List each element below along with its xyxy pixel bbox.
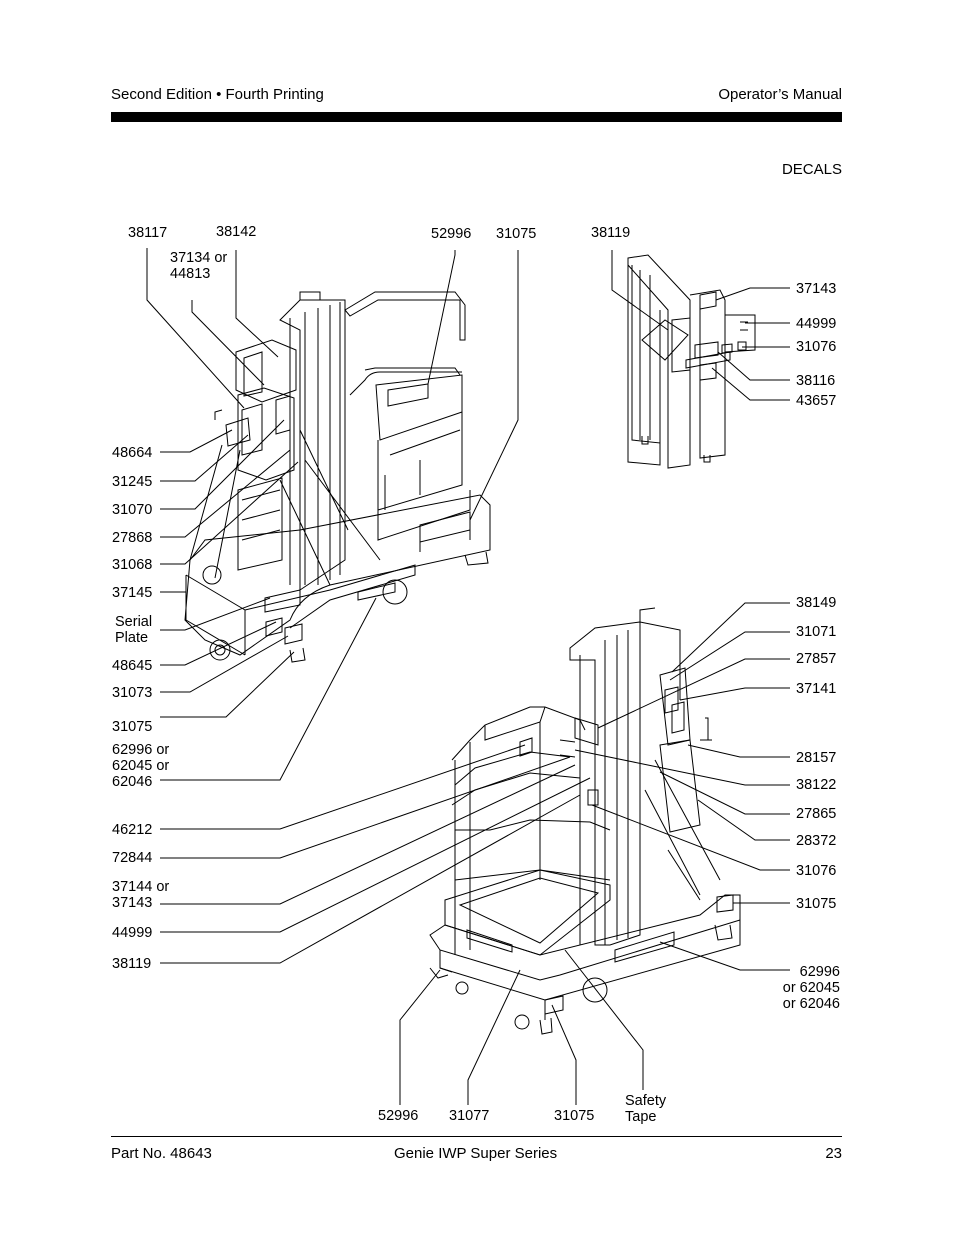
callout-safety-tape: Safety Tape: [625, 1093, 667, 1125]
footer-part-number: Part No. 48643: [111, 1145, 212, 1162]
callout-38149: 38149: [796, 595, 837, 611]
section-title: DECALS: [781, 161, 842, 178]
callout-31075-left: 31075: [112, 719, 153, 735]
callout-52996-bottom: 52996: [378, 1108, 419, 1124]
callout-31075-right: 31075: [796, 896, 837, 912]
callout-31070: 31070: [112, 502, 153, 518]
mast-detail-drawing: [628, 255, 755, 468]
callout-46212: 46212: [112, 822, 153, 838]
footer-page-number: 23: [825, 1145, 842, 1162]
callout-38142: 38142: [216, 224, 257, 240]
callout-38119-left: 38119: [112, 956, 152, 972]
lift-drawing-front: [185, 292, 490, 662]
callout-31077: 31077: [449, 1108, 490, 1124]
callout-31068: 31068: [112, 557, 153, 573]
leader-lines-d1: [147, 248, 518, 780]
callout-44999-left: 44999: [112, 925, 153, 941]
header-manual-title: Operator’s Manual: [718, 86, 842, 103]
leader-lines-d3: [160, 603, 790, 1105]
callout-62996-or-62045-or-62046-left: 62996 or 62045 or 62046: [112, 742, 170, 790]
callout-72844: 72844: [112, 850, 153, 866]
callout-38119-top: 38119: [591, 225, 631, 241]
callout-43657: 43657: [796, 393, 837, 409]
callout-38122: 38122: [796, 777, 837, 793]
callout-37145: 37145: [112, 585, 153, 601]
callout-28372: 28372: [796, 833, 837, 849]
footer-product-title: Genie IWP Super Series: [394, 1145, 558, 1162]
callout-31076-top: 31076: [796, 339, 837, 355]
callout-44999-top: 44999: [796, 316, 837, 332]
callout-27857: 27857: [796, 651, 837, 667]
callout-31075-bottom: 31075: [554, 1108, 595, 1124]
callout-48645: 48645: [112, 658, 153, 674]
callout-38116: 38116: [796, 373, 836, 389]
callout-62996-or-62045-or-62046-right: 62996 or 62045 or 62046: [782, 964, 840, 1012]
callout-31075-top: 31075: [496, 226, 537, 242]
callout-31076-bottom: 31076: [796, 863, 837, 879]
callout-38117: 38117: [128, 225, 168, 241]
callout-27868: 27868: [112, 530, 153, 546]
callout-52996-top: 52996: [431, 226, 472, 242]
callout-31071: 31071: [796, 624, 837, 640]
callout-31073: 31073: [112, 685, 153, 701]
header-rule: [111, 112, 842, 122]
callout-37141: 37141: [796, 681, 837, 697]
callout-37143: 37143: [796, 281, 837, 297]
callout-serial-plate: Serial Plate: [115, 614, 153, 646]
callout-37144-or-37143: 37144 or 37143: [112, 879, 170, 911]
callout-48664: 48664: [112, 445, 153, 461]
lift-drawing-rear: [430, 608, 740, 1034]
callout-28157: 28157: [796, 750, 837, 766]
header-edition: Second Edition • Fourth Printing: [111, 86, 324, 103]
callout-37134-or-44813: 37134 or 44813: [170, 250, 228, 282]
callout-27865: 27865: [796, 806, 837, 822]
footer-rule: [111, 1136, 842, 1137]
callout-31245: 31245: [112, 474, 153, 490]
leader-lines-d2: [612, 250, 790, 400]
